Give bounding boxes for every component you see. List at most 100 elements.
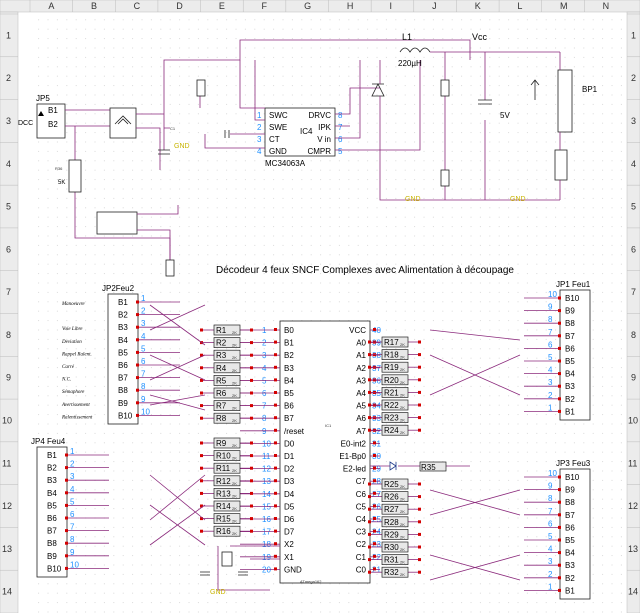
resistor-value: 2K bbox=[400, 509, 405, 514]
mcu-pin-number: 11 bbox=[262, 452, 271, 461]
schematic-title: Décodeur 4 feux SNCF Complexes avec Alim… bbox=[216, 265, 514, 276]
schottky-diode-icon bbox=[371, 83, 385, 97]
resistor-value: 2K bbox=[400, 380, 405, 385]
jp1-pin-number: 4 bbox=[548, 366, 553, 375]
row-header: 8 bbox=[6, 330, 11, 340]
svg-text:R36: R36 bbox=[55, 166, 63, 171]
ic4-pin-label: SWE bbox=[269, 123, 287, 132]
jp3-label: JP3 Feu3 bbox=[556, 459, 591, 468]
column-header: C bbox=[134, 1, 141, 11]
resistor-label: R15 bbox=[216, 515, 231, 524]
jp4-label: JP4 Feu4 bbox=[31, 437, 66, 446]
resistor-label: R18 bbox=[384, 351, 399, 360]
ic4-name: IC4 bbox=[300, 127, 313, 136]
crystal-section: GND bbox=[200, 545, 280, 596]
ic4-pin-label: V in bbox=[317, 135, 331, 144]
mcu-pin-number: 2 bbox=[262, 339, 267, 348]
signal-label: Ralentissement bbox=[61, 415, 93, 420]
row-header: 4 bbox=[6, 159, 11, 169]
jp3-pin-number: 4 bbox=[548, 545, 553, 554]
ic4-chip bbox=[264, 107, 336, 157]
mcu-pin-number: 27 bbox=[372, 490, 381, 499]
mcu-pin-label: X2 bbox=[284, 540, 294, 549]
row-header: 5 bbox=[6, 202, 11, 212]
jp1-pin-number: 3 bbox=[548, 378, 553, 387]
jp5-pin-2: B2 bbox=[48, 120, 58, 129]
mcu-pin-label: C1 bbox=[356, 553, 367, 562]
jp4-pin-number: 4 bbox=[70, 485, 75, 494]
jp2-pin: B5 bbox=[118, 348, 128, 357]
jp2-pin: B1 bbox=[118, 298, 128, 307]
jp1-pin: B1 bbox=[565, 407, 575, 416]
jp1-label: JP1 Feu1 bbox=[556, 280, 591, 289]
row-header: 13 bbox=[628, 544, 638, 554]
resistor bbox=[381, 478, 409, 490]
svg-text:C1: C1 bbox=[170, 126, 176, 131]
resistor-label: R29 bbox=[384, 530, 399, 539]
mcu-pin-number: 39 bbox=[372, 339, 381, 348]
signal-label: Deviation bbox=[61, 340, 82, 345]
jp3-pin: B1 bbox=[565, 586, 575, 595]
mcu-pin-label: A0 bbox=[356, 339, 366, 348]
mcu-pin-label: A4 bbox=[356, 389, 366, 398]
row-header: 3 bbox=[631, 116, 636, 126]
mcu-pin-number: 22 bbox=[372, 553, 381, 562]
row-header: 7 bbox=[631, 287, 636, 297]
resistor-r35-label: R35 bbox=[421, 463, 436, 472]
jp1-pin-number: 2 bbox=[548, 391, 553, 400]
mcu-name: IC1 bbox=[325, 423, 332, 428]
resistor-value: 2K bbox=[232, 481, 237, 486]
resistor bbox=[213, 462, 241, 474]
jp2-pin-number: 8 bbox=[141, 382, 146, 391]
row-header: 11 bbox=[628, 458, 637, 468]
row-header: 9 bbox=[631, 373, 636, 383]
row-header: 13 bbox=[2, 544, 12, 554]
jp1-pin: B9 bbox=[565, 307, 575, 316]
row-header: 10 bbox=[2, 415, 12, 425]
mcu-pin-number: 38 bbox=[372, 351, 381, 360]
mcu-pin-label: B3 bbox=[284, 364, 294, 373]
resistor-value: 2K bbox=[232, 443, 237, 448]
signal-label: Carré bbox=[62, 365, 75, 370]
jp1-pin: B10 bbox=[565, 294, 580, 303]
jp4-pin: B9 bbox=[47, 552, 57, 561]
mcu-pin-label: B7 bbox=[284, 414, 294, 423]
column-header: N bbox=[603, 1, 610, 11]
inductor-label: L1 bbox=[402, 32, 412, 42]
mcu-pin-number: 16 bbox=[262, 515, 271, 524]
resistor-label: R20 bbox=[384, 376, 399, 385]
row-header: 1 bbox=[6, 30, 11, 40]
mcu-pin-number: 24 bbox=[372, 528, 381, 537]
jp5-label: JP5 bbox=[36, 94, 50, 103]
jp3-pin-number: 7 bbox=[548, 507, 553, 516]
jp4-pin: B10 bbox=[47, 564, 62, 573]
jp4-pin: B6 bbox=[47, 514, 57, 523]
resistor bbox=[213, 500, 241, 512]
jp3-pin: B2 bbox=[565, 574, 575, 583]
resistor-value: 2K bbox=[400, 534, 405, 539]
resistor-label: R17 bbox=[384, 338, 399, 347]
mcu-pin-label: VCC bbox=[349, 326, 366, 335]
column-header: D bbox=[176, 1, 183, 11]
jp4-pin: B8 bbox=[47, 539, 57, 548]
resistor bbox=[213, 349, 241, 361]
column-header: F bbox=[262, 1, 268, 11]
mcu-pin-label: B0 bbox=[284, 326, 294, 335]
mcu-pin-number: 34 bbox=[372, 402, 381, 411]
mcu-pin-number: 5 bbox=[262, 376, 267, 385]
resistor-value: 2K bbox=[400, 405, 405, 410]
mcu-pin-number: 14 bbox=[262, 490, 271, 499]
mcu-part: ATmega162 bbox=[300, 579, 322, 584]
mcu-pin-label: C0 bbox=[356, 565, 367, 574]
resistor-label: R6 bbox=[216, 389, 227, 398]
resistor-value: 2K bbox=[232, 519, 237, 524]
mcu-pin-label: A5 bbox=[356, 402, 366, 411]
mcu-pin-number: 26 bbox=[372, 502, 381, 511]
gnd-label-1: GND bbox=[174, 143, 190, 150]
ic4-pin-number: 3 bbox=[257, 135, 262, 144]
mcu-pin-label: E0-int2 bbox=[341, 439, 367, 448]
voltage-arrow-icon bbox=[530, 79, 540, 100]
